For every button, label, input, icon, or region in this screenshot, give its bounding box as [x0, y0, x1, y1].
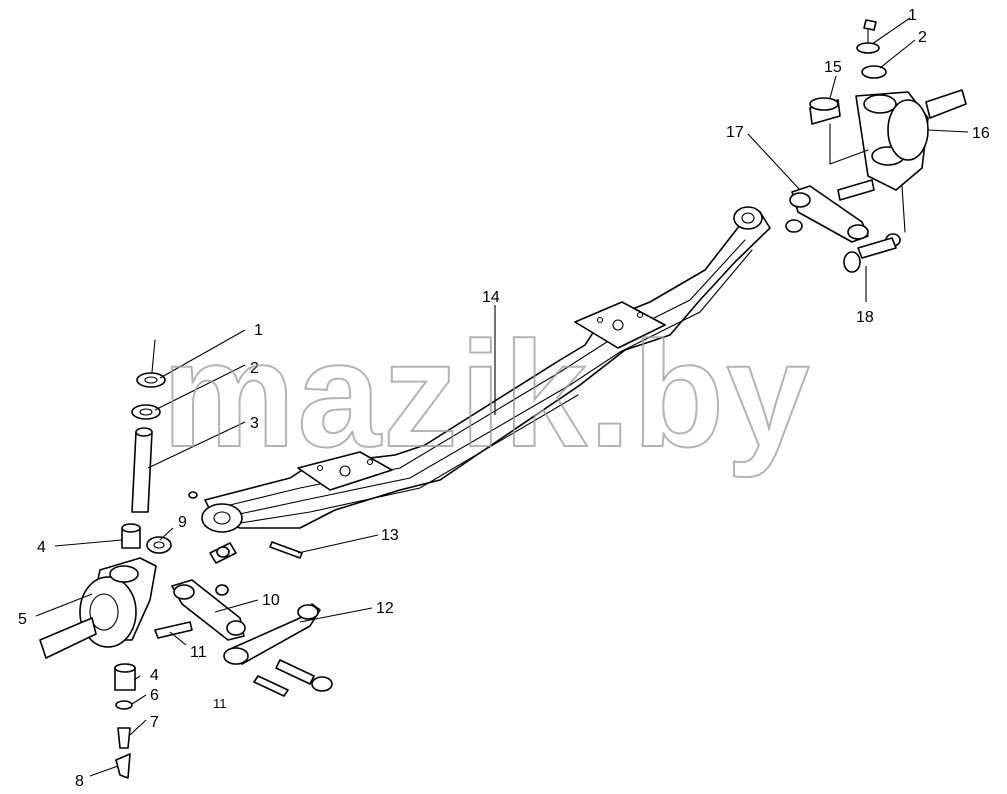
- left-parts: [39, 339, 333, 779]
- spindle-left: [39, 617, 97, 659]
- callout-2-right: 2: [918, 29, 927, 46]
- callout-16: 16: [972, 125, 990, 142]
- callout-1-right: 1: [908, 7, 917, 24]
- washer-6: [115, 700, 133, 710]
- callout-1-left: 1: [254, 322, 263, 339]
- spindle-right: [925, 89, 967, 119]
- callout-11-upper: 11: [190, 644, 207, 661]
- grease-fitting: [117, 727, 131, 749]
- king-pin: [131, 431, 153, 513]
- callout-2-left: 2: [250, 360, 259, 377]
- washer-2-left: [131, 404, 161, 420]
- callout-15: 15: [824, 59, 842, 76]
- callout-4-upper: 4: [37, 539, 46, 556]
- callout-11-lower: 11: [213, 696, 227, 711]
- bolt-13: [269, 541, 303, 559]
- washer-2-right: [861, 65, 887, 79]
- callout-7: 7: [150, 714, 159, 731]
- leader-lines: [35, 17, 969, 777]
- axle-beam: [201, 206, 771, 533]
- callout-5: 5: [18, 611, 27, 628]
- callout-13: 13: [381, 527, 399, 544]
- callout-8: 8: [75, 773, 84, 790]
- watermark: mazik.by: [162, 310, 812, 478]
- callout-17: 17: [726, 124, 744, 141]
- pin-11-upper: [154, 621, 193, 639]
- callout-9: 9: [178, 514, 187, 531]
- callout-4-lower: 4: [150, 667, 159, 684]
- bolt-18: [857, 237, 897, 259]
- callout-12: 12: [376, 600, 394, 617]
- callout-3: 3: [250, 415, 259, 432]
- pin-11-lower: [253, 675, 289, 697]
- callout-18: 18: [856, 309, 874, 326]
- callout-14: 14: [482, 289, 500, 306]
- lever-12: [227, 603, 321, 665]
- washer-9: [146, 536, 172, 554]
- callout-10: 10: [262, 592, 280, 609]
- washer-1-left: [136, 372, 166, 388]
- right-parts: [785, 19, 967, 273]
- callout-labels: 1 2 3 4 5 9 4 6 7 8 10 11 11 12 13 14 1 …: [18, 7, 990, 790]
- cap-8: [115, 753, 131, 779]
- callout-6: 6: [150, 687, 159, 704]
- washer-1-right: [856, 42, 880, 54]
